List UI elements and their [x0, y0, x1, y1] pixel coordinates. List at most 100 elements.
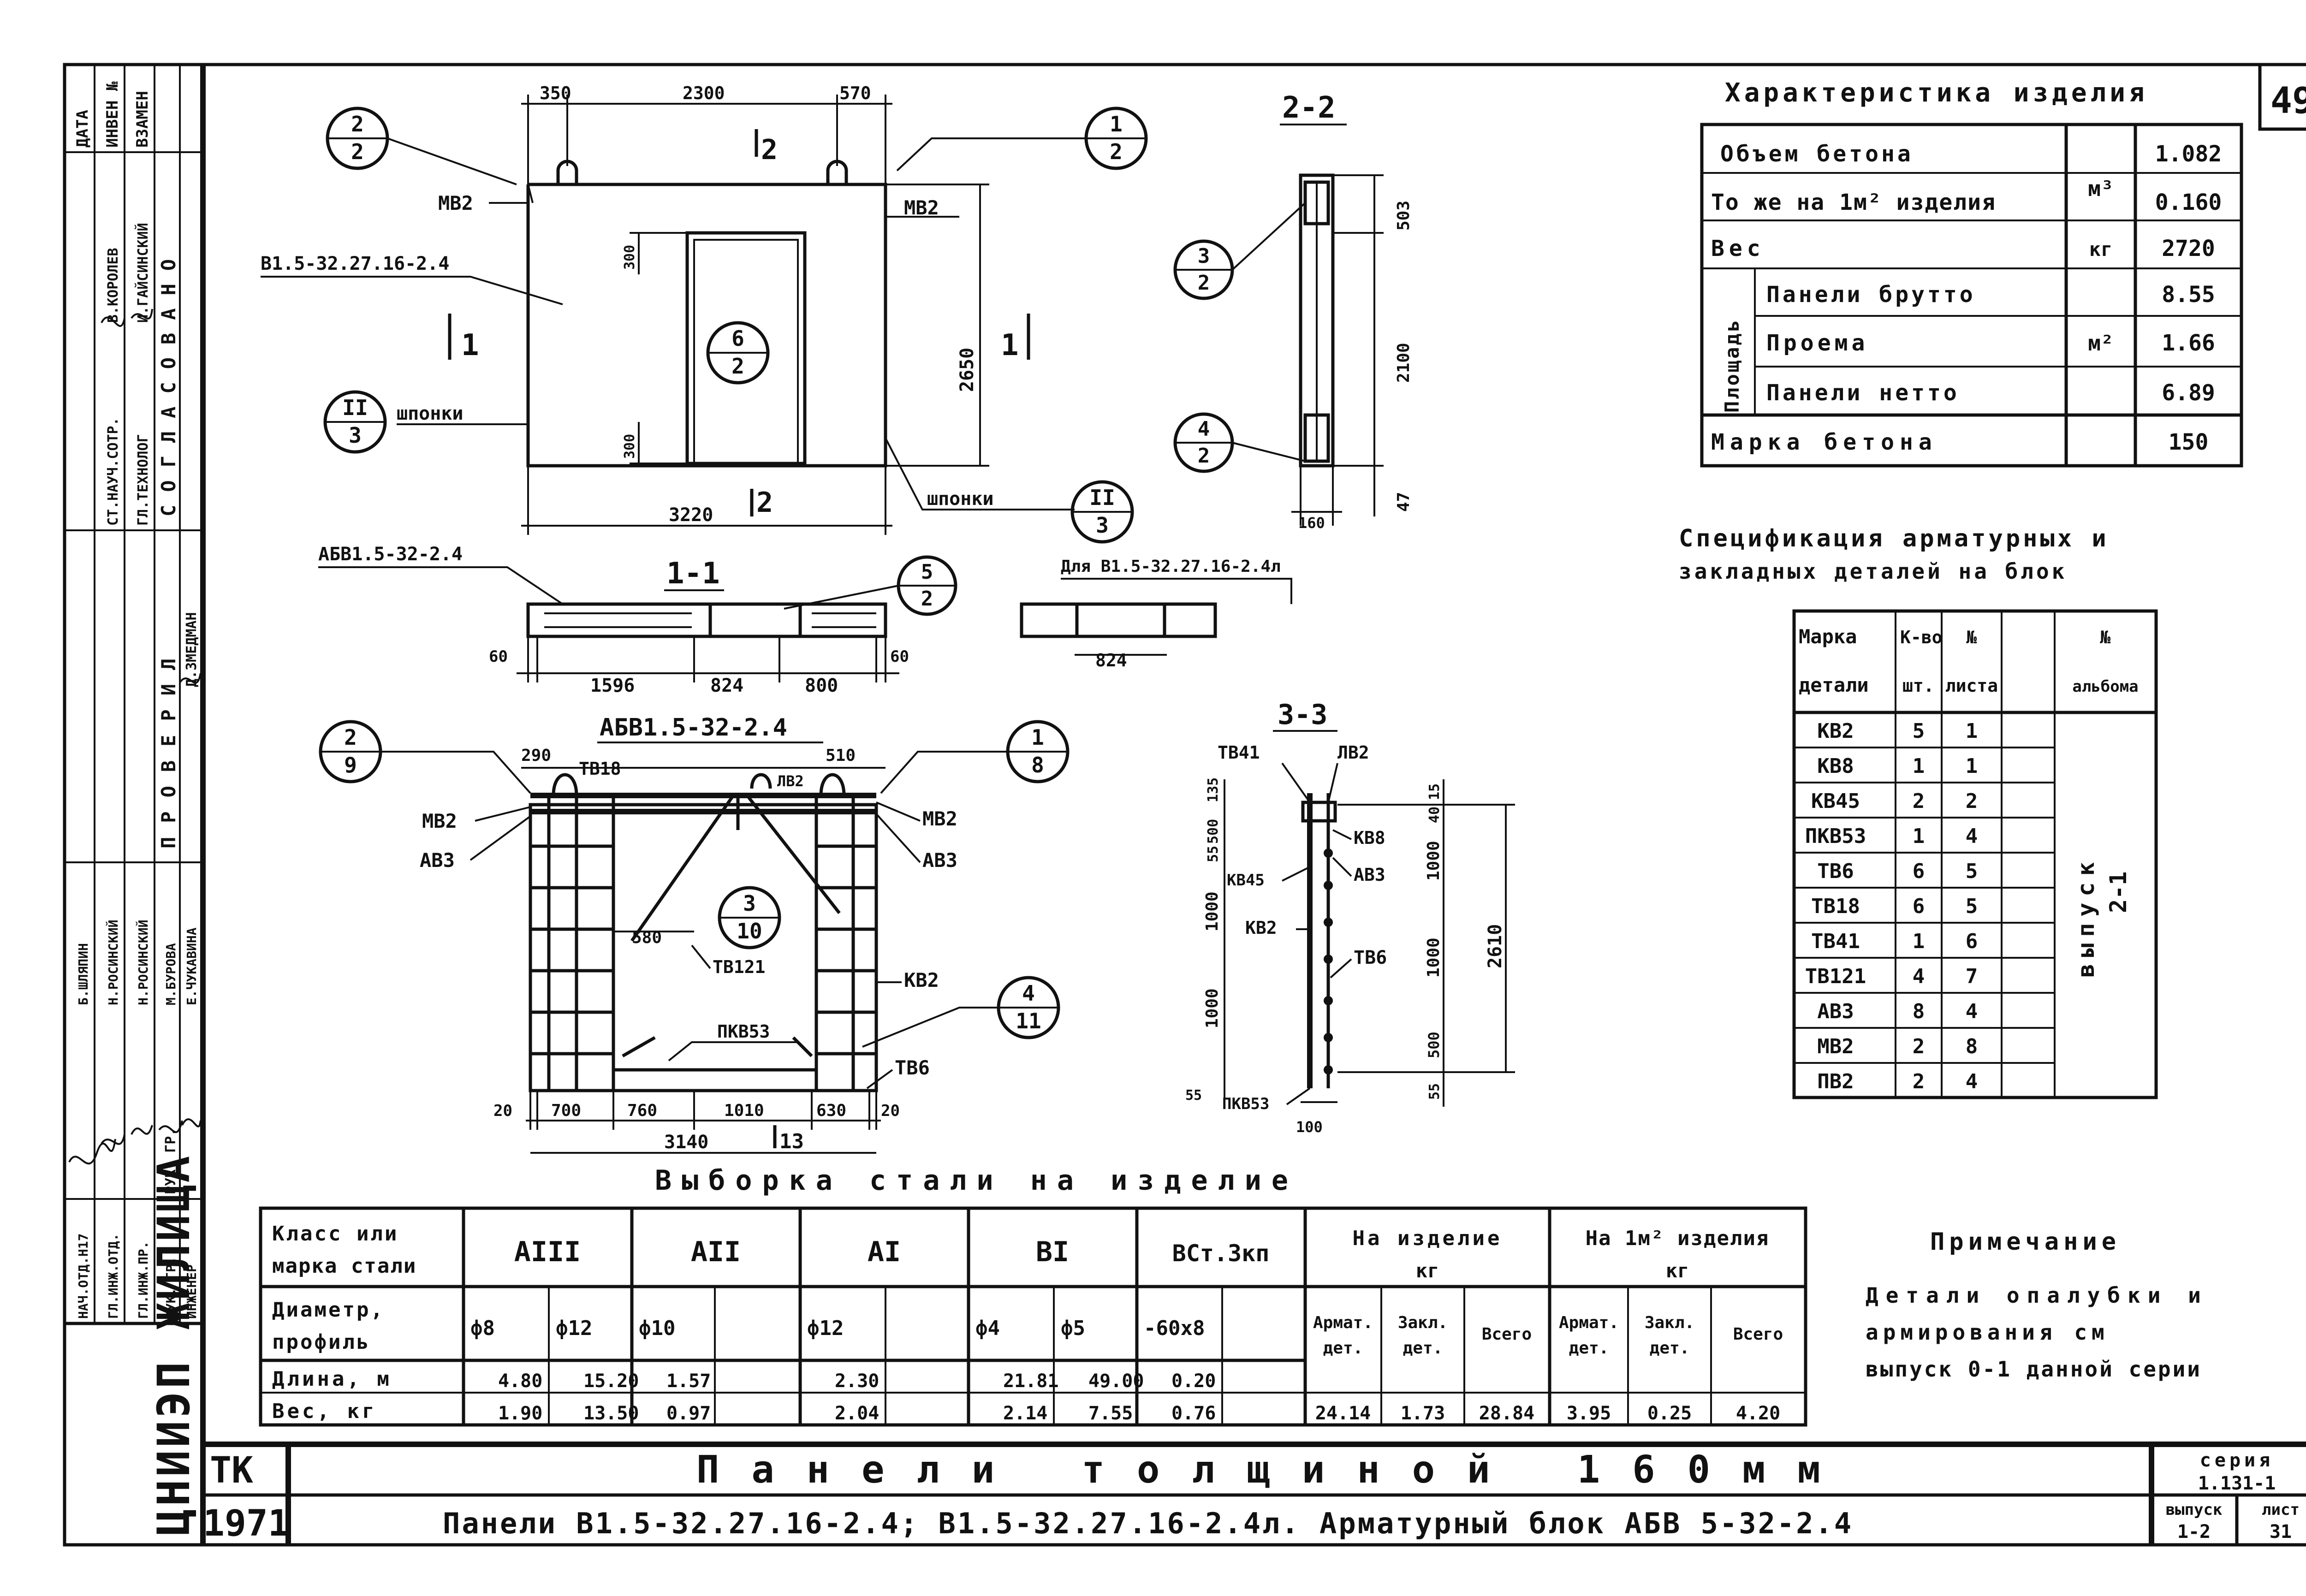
spec-cell: МВ2 [1817, 1035, 1854, 1058]
dim-rb-760: 760 [627, 1101, 657, 1120]
spec-cell: 1 [1913, 825, 1925, 848]
area-value-0: 8.55 [2162, 282, 2215, 308]
area-unit: м² [2088, 331, 2113, 356]
svg-text:5: 5 [921, 560, 933, 584]
staff-name-1: Б.ШЛЯПИН [76, 943, 91, 1005]
dim-33r-40: 40 [1426, 807, 1443, 823]
svg-text:II: II [1089, 485, 1115, 510]
svg-text:3: 3 [1096, 513, 1109, 538]
steel-head-diam-2: профиль [272, 1330, 370, 1354]
steel-length: 0.20 [1171, 1371, 1216, 1392]
steel-total-m2: 4.20 [1736, 1403, 1780, 1424]
dim-rb-20-right: 20 [881, 1102, 900, 1120]
callout-1-2: 1 2 [896, 107, 1148, 172]
dim-33-500: 500 [1205, 819, 1221, 844]
label-tb121: ТВ121 [713, 957, 765, 977]
steel-class-1: АII [691, 1236, 741, 1268]
signature-marks [68, 309, 202, 1165]
spec-cell: КВ8 [1817, 754, 1854, 778]
spec-cell: ПКВ53 [1805, 825, 1866, 848]
dim-33-1000b: 1000 [1203, 988, 1222, 1028]
steel-diameter: ф10 [639, 1317, 675, 1340]
characteristics-table: Характеристика изделия Объем бетона 1.08… [1700, 78, 2243, 468]
svg-text:2: 2 [1110, 139, 1123, 164]
svg-text:9: 9 [344, 753, 357, 777]
staff-role-5: ИНЖЕНЕР [184, 1264, 199, 1319]
spec-cell: 1 [1966, 754, 1978, 778]
char-label-2: Вес [1711, 236, 1765, 261]
steel-sub-head: Армат. [1559, 1313, 1619, 1332]
concrete-value: 150 [2169, 429, 2209, 455]
steel-diameter: ф12 [556, 1317, 592, 1340]
label-block-1-1: АБВ1.5-32-2.4 [318, 544, 463, 565]
concrete-label: Марка бетона [1711, 429, 1938, 455]
spec-h-sheet-1: № [1966, 627, 1977, 647]
dim-3140: 3140 [664, 1132, 708, 1153]
section-mark-13: 13 [779, 1130, 804, 1153]
reinforcement-block: АБВ1.5-32-2.4 [319, 714, 1070, 1154]
agreed-role-1: СТ.НАУЧ.СОТР. [105, 417, 121, 526]
steel-per-item-1: На изделие [1353, 1227, 1503, 1250]
spec-cell: 4 [1966, 1070, 1978, 1093]
dim-33-55a: 55 [1205, 846, 1221, 862]
staff-name-2: Н.РОСИНСКИЙ [105, 920, 121, 1005]
svg-text:1: 1 [1110, 112, 1123, 136]
dim-290: 290 [521, 746, 551, 765]
spec-cell: ТВ121 [1805, 965, 1866, 988]
title-sub: Панели В1.5-32.27.16-2.4; В1.5-32.27.16-… [443, 1507, 1853, 1540]
steel-class-0: АIII [514, 1236, 581, 1268]
label33-tb6: ТВ6 [1354, 947, 1387, 968]
title-main: Панели толщиной 160мм [696, 1448, 1853, 1492]
steel-sub-head: дет. [1650, 1339, 1690, 1358]
spec-cell: ТВ41 [1811, 930, 1860, 953]
dim-350: 350 [540, 83, 571, 103]
header-inventory: ИНВЕН № [103, 81, 122, 148]
steel-class-2: АI [868, 1236, 901, 1268]
steel-length: 4.80 [498, 1371, 542, 1392]
spec-cell: 1 [1966, 719, 1978, 743]
note-line-1: Детали опалубки и [1866, 1283, 2208, 1308]
spec-h-album-2: альбома [2072, 677, 2138, 696]
sheet-number-box [2258, 63, 2306, 131]
area-label-2: Панели нетто [1766, 380, 1960, 406]
svg-text:3: 3 [1198, 244, 1210, 268]
spec-cell: АВ3 [1817, 1000, 1854, 1023]
spec-cell: ТВ18 [1811, 895, 1860, 918]
area-value-2: 6.89 [2162, 380, 2215, 406]
spec-h-mark-2: детали [1799, 674, 1869, 696]
callout-4-11: 4 11 [862, 976, 1060, 1048]
agreed-name-1: В.КОРОЛЕВ [105, 248, 121, 323]
spec-h-qty-2: шт. [1902, 676, 1934, 696]
section-mark-2-top: 2 [761, 134, 778, 166]
steel-diameter: ф12 [807, 1317, 844, 1340]
steel-weight: 2.04 [835, 1403, 879, 1424]
callout-4-2: 4 2 [1173, 412, 1306, 473]
spec-cell: 5 [1966, 860, 1978, 883]
svg-text:2: 2 [731, 354, 744, 379]
spec-cell: ТВ6 [1817, 860, 1854, 883]
dim-rb-700: 700 [551, 1101, 581, 1120]
spec-cell: 2 [1913, 1070, 1925, 1093]
svg-text:10: 10 [737, 919, 762, 943]
svg-text:2: 2 [351, 139, 364, 164]
staff-role-2: ГЛ.ИНЖ.ОТД. [106, 1234, 121, 1319]
char-value-0: 1.082 [2155, 141, 2222, 167]
spec-cell: КВ45 [1811, 789, 1860, 813]
title-issue: 1-2 [2177, 1521, 2211, 1543]
dim-47: 47 [1394, 492, 1413, 512]
dim-1596: 1596 [590, 675, 635, 696]
dim-rb-1010: 1010 [724, 1101, 764, 1120]
steel-sub-head: Всего [1733, 1325, 1783, 1344]
label33-kb45: КВ45 [1227, 871, 1265, 890]
label-mb2-left: МВ2 [438, 192, 473, 214]
panel-opening [685, 231, 807, 465]
callout-5-2: 5 2 [784, 555, 957, 616]
steel-length: 1.57 [666, 1371, 711, 1392]
panel-elevation: 350 2300 570 2 3220 2 2650 300 300 МВ2 М… [261, 83, 1148, 544]
steel-diameter: ф5 [1061, 1317, 1085, 1340]
label-lb2: ЛВ2 [777, 772, 804, 790]
label-tb18: ТВ18 [579, 759, 621, 779]
spec-cell: 8 [1966, 1035, 1978, 1058]
title-sheet: 31 [2270, 1521, 2292, 1543]
label-keys-left: шпонки [397, 403, 464, 424]
